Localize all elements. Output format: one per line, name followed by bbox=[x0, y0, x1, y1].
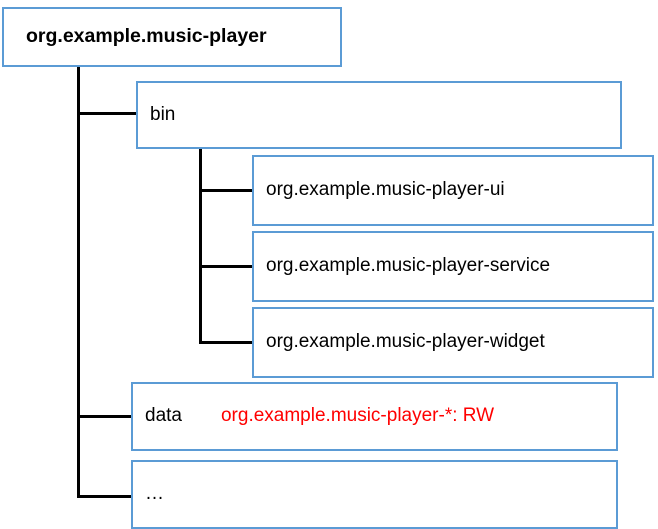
node-data-permission: org.example.music-player-*: RW bbox=[220, 405, 495, 427]
node-data: data org.example.music-player-*: RW bbox=[131, 382, 618, 451]
node-music-player-service: org.example.music-player-service bbox=[252, 231, 654, 302]
node-data-label: data bbox=[145, 405, 182, 427]
connector-branch-data bbox=[77, 415, 132, 418]
connector-branch-child-ui bbox=[199, 189, 253, 192]
node-bin: bin bbox=[136, 81, 622, 149]
node-music-player-ui-label: org.example.music-player-ui bbox=[266, 179, 505, 201]
connector-branch-more bbox=[77, 495, 132, 498]
node-bin-label: bin bbox=[150, 103, 176, 125]
node-music-player-ui: org.example.music-player-ui bbox=[252, 155, 654, 226]
connector-trunk-root bbox=[77, 66, 80, 498]
connector-branch-child-service bbox=[199, 265, 253, 268]
connector-trunk-bin bbox=[199, 148, 202, 343]
node-music-player-service-label: org.example.music-player-service bbox=[266, 255, 551, 277]
node-music-player-widget: org.example.music-player-widget bbox=[252, 307, 654, 378]
node-root-label: org.example.music-player bbox=[26, 25, 267, 48]
node-more: … bbox=[131, 460, 618, 529]
connector-branch-child-widget bbox=[199, 341, 253, 344]
node-music-player-widget-label: org.example.music-player-widget bbox=[266, 331, 545, 353]
connector-branch-bin bbox=[77, 112, 137, 115]
node-root: org.example.music-player bbox=[2, 7, 342, 67]
node-more-label: … bbox=[145, 483, 165, 505]
